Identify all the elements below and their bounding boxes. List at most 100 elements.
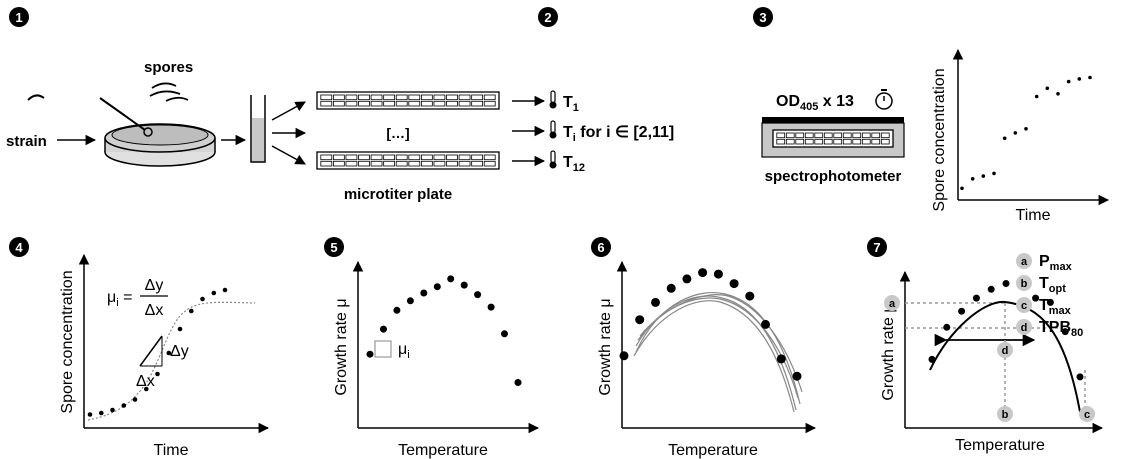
spores-label: spores [144, 59, 193, 76]
panel-2: T1 Ti for i ∈ [2,11] T12 [512, 90, 674, 174]
data-point [960, 186, 964, 191]
chart-6-points [619, 268, 802, 381]
plate-well [408, 154, 421, 161]
data-point [1013, 131, 1018, 135]
svg-text:2: 2 [544, 10, 551, 25]
panel-6: Growth rate μ Temperature [597, 260, 817, 459]
data-point [635, 315, 645, 325]
microtiter-label: microtiter plate [344, 186, 452, 203]
slope-triangle [139, 335, 163, 367]
plate-well [358, 160, 370, 167]
step-badge-6: 6 [591, 237, 611, 257]
plate-well [420, 94, 433, 101]
data-point [1077, 77, 1082, 81]
plate-well [383, 100, 396, 107]
data-point [380, 325, 387, 333]
plate-well [370, 100, 383, 107]
chart-7-axes [899, 270, 1104, 434]
chart-4-axes [78, 253, 270, 434]
data-point [420, 289, 428, 297]
fraction-denominator: Δx [145, 302, 164, 319]
plate-well [795, 132, 805, 139]
data-point [514, 379, 522, 386]
svg-text:7: 7 [873, 240, 880, 255]
plate-well [320, 100, 333, 107]
data-point [992, 171, 996, 176]
badge-d: d [997, 342, 1013, 358]
chart-7-xlabel: Temperature [955, 437, 1045, 454]
data-point [393, 306, 401, 314]
inoculation-loop-icon [99, 97, 153, 137]
mu-i-label: μi [398, 341, 410, 361]
chart-5-axes [352, 260, 540, 434]
data-point [110, 407, 115, 413]
data-point [761, 319, 770, 329]
svg-text:Topt: Topt [1039, 275, 1066, 295]
chart-3-xlabel: Time [1016, 207, 1051, 224]
data-point [99, 410, 104, 416]
spectrophotometer-icon [761, 117, 905, 158]
plate-well [408, 94, 421, 101]
thermometer-icon [549, 120, 557, 139]
plate-well [842, 138, 852, 145]
plate-well [370, 160, 383, 167]
plate-well [880, 132, 890, 139]
plate-well [345, 100, 358, 107]
data-point [666, 283, 676, 293]
chart-5-points [366, 275, 522, 386]
data-point [433, 283, 441, 291]
plate-well [446, 100, 458, 107]
svg-text:Pmax: Pmax [1039, 253, 1073, 273]
data-point [1076, 373, 1084, 381]
chart-3-points [960, 75, 1092, 191]
svg-text:d: d [1002, 345, 1009, 357]
plate-well [814, 132, 824, 139]
plate-well [395, 100, 408, 107]
plate-well [483, 160, 496, 167]
data-point [651, 297, 660, 307]
microtiter-plate-bottom [316, 151, 500, 170]
fitted-curves [633, 292, 803, 413]
plate-well [383, 94, 396, 101]
plate-well [446, 94, 458, 101]
plate-well [433, 94, 446, 101]
svg-text:TPB80: TPB80 [1039, 319, 1083, 339]
plate-well [804, 132, 814, 139]
data-point [144, 386, 149, 392]
plate-well [345, 154, 358, 161]
plate-well [320, 94, 333, 101]
delta-x-label: Δx [136, 373, 155, 390]
plate-well [833, 132, 843, 139]
panel-4: Spore concentration Time Δy Δx μi = Δy Δ… [59, 253, 270, 459]
plate-well [483, 94, 496, 101]
data-point [200, 296, 205, 302]
data-point [776, 354, 786, 364]
plate-well [471, 94, 484, 101]
chart-6-xlabel: Temperature [668, 442, 758, 459]
step-badge-7: 7 [867, 237, 887, 257]
chart-4-points [87, 287, 228, 417]
panel-1: strain spores […] micr [6, 59, 500, 203]
data-point [406, 297, 414, 305]
plate-well [785, 138, 795, 145]
data-point [1032, 294, 1040, 302]
temp-ti-label: Ti for i ∈ [2,11] [563, 124, 674, 144]
data-point [1045, 86, 1050, 91]
thermometer-icon [549, 150, 557, 169]
plate-well [795, 138, 805, 145]
data-point [972, 294, 980, 302]
test-tube-icon [250, 95, 266, 163]
fitted-curve [929, 300, 1081, 413]
chart-6-ylabel: Growth rate μ [597, 298, 614, 395]
plate-well [320, 160, 333, 167]
plate-well [358, 100, 370, 107]
plate-well [871, 138, 881, 145]
petri-dish-icon [104, 123, 216, 167]
plate-well [332, 154, 345, 161]
plate-well [458, 160, 471, 167]
plate-well [420, 154, 433, 161]
mu-i-label: μi = [107, 289, 132, 309]
data-point [211, 290, 217, 296]
